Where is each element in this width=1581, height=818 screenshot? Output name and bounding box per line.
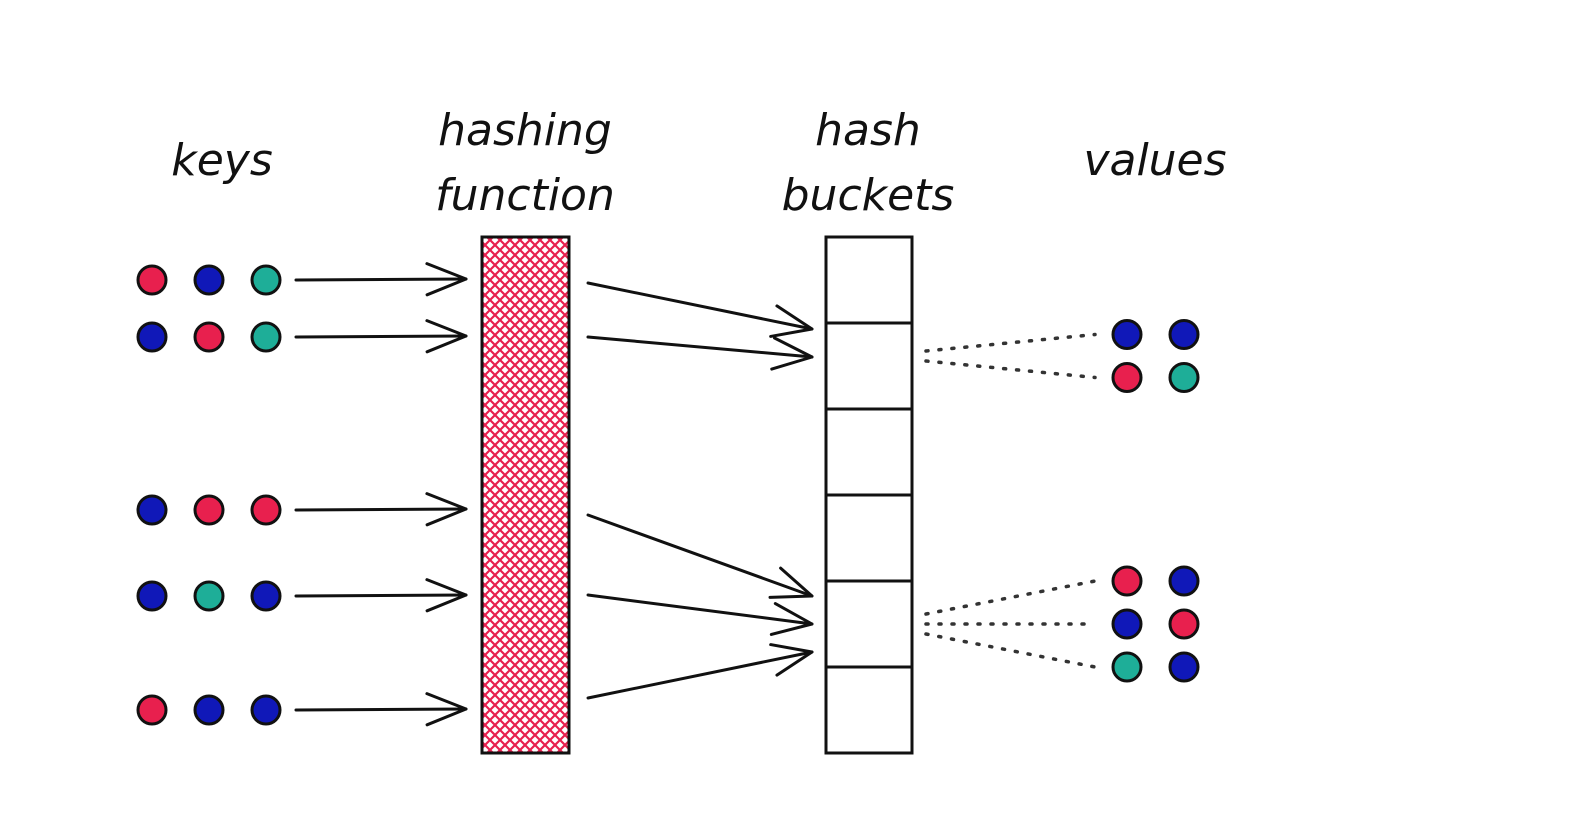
- arrow-head: [425, 692, 468, 727]
- dotted-link: [924, 359, 1097, 380]
- arrow-shaft: [294, 593, 468, 598]
- red-dot: [1111, 362, 1143, 393]
- arrow-head: [769, 643, 814, 677]
- red-dot: [1168, 608, 1200, 640]
- red-dot: [250, 494, 282, 526]
- blue-dot: [193, 694, 225, 726]
- blue-dot: [1168, 319, 1200, 350]
- hashing-function-label-line1: hashing: [438, 105, 612, 156]
- key-arrow: [294, 578, 468, 613]
- arrow-shaft: [294, 334, 468, 339]
- dotted-links: [924, 332, 1097, 669]
- teal-dot: [250, 321, 282, 353]
- blue-dot: [250, 694, 282, 726]
- blue-dot: [1168, 565, 1200, 597]
- teal-dot: [193, 580, 225, 612]
- teal-dot: [250, 264, 282, 296]
- arrow-head: [425, 578, 468, 613]
- hash-buckets-label-line1: hash: [815, 105, 921, 156]
- key-arrow: [294, 262, 468, 297]
- key-arrows: [294, 262, 468, 727]
- red-dot: [1111, 565, 1143, 597]
- red-dot: [136, 264, 168, 296]
- hashing-function-block: [480, 235, 571, 755]
- blue-dot: [1111, 319, 1143, 350]
- teal-dot: [1111, 651, 1143, 683]
- arrow-head: [769, 304, 814, 338]
- values-label: values: [1083, 135, 1226, 186]
- hash-bucket: [824, 407, 914, 497]
- value-group: [1111, 565, 1200, 683]
- hash-arrow: [586, 335, 814, 371]
- key-arrow: [294, 319, 468, 354]
- hash-arrow: [586, 513, 814, 599]
- hashing-function-label-line2: function: [435, 170, 615, 221]
- key-row: [136, 694, 282, 726]
- keys-group: [136, 264, 282, 726]
- dotted-link: [924, 579, 1097, 616]
- key-arrow: [294, 492, 468, 527]
- arrow-shaft: [294, 507, 468, 512]
- dotted-link: [924, 632, 1097, 669]
- key-row: [136, 580, 282, 612]
- arrow-shaft: [586, 593, 814, 626]
- blue-dot: [136, 580, 168, 612]
- arrow-shaft: [586, 513, 814, 598]
- arrow-shaft: [294, 277, 468, 282]
- value-group: [1111, 319, 1200, 393]
- hash-arrows: [586, 281, 814, 700]
- hash-bucket: [824, 579, 914, 669]
- hash-arrow: [586, 643, 814, 700]
- arrow-head: [425, 319, 468, 354]
- key-row: [136, 321, 282, 353]
- arrow-head: [425, 262, 468, 297]
- red-dot: [193, 494, 225, 526]
- key-arrow: [294, 692, 468, 727]
- blue-dot: [1168, 651, 1200, 683]
- keys-label: keys: [171, 135, 273, 186]
- hash-bucket: [824, 665, 914, 755]
- blue-dot: [250, 580, 282, 612]
- hash-buckets-label-line2: buckets: [782, 170, 955, 221]
- dotted-link: [924, 332, 1097, 353]
- arrow-head: [425, 492, 468, 527]
- hash-arrow: [586, 593, 814, 636]
- arrow-shaft: [294, 707, 468, 712]
- hash-bucket: [824, 235, 914, 325]
- blue-dot: [136, 321, 168, 353]
- arrow-head: [770, 336, 814, 371]
- arrow-shaft: [586, 650, 814, 700]
- hash-bucket: [824, 493, 914, 583]
- values-group: [1111, 319, 1200, 683]
- arrow-shaft: [586, 335, 814, 359]
- blue-dot: [1111, 608, 1143, 640]
- blue-dot: [193, 264, 225, 296]
- red-dot: [136, 694, 168, 726]
- blue-dot: [136, 494, 168, 526]
- key-row: [136, 494, 282, 526]
- hash-bucket: [824, 321, 914, 411]
- arrow-head: [768, 566, 814, 599]
- hash-arrow: [586, 281, 814, 338]
- arrow-head: [769, 602, 814, 636]
- arrow-shaft: [586, 281, 814, 331]
- buckets-group: [824, 235, 914, 755]
- key-row: [136, 264, 282, 296]
- red-dot: [193, 321, 225, 353]
- teal-dot: [1168, 362, 1200, 393]
